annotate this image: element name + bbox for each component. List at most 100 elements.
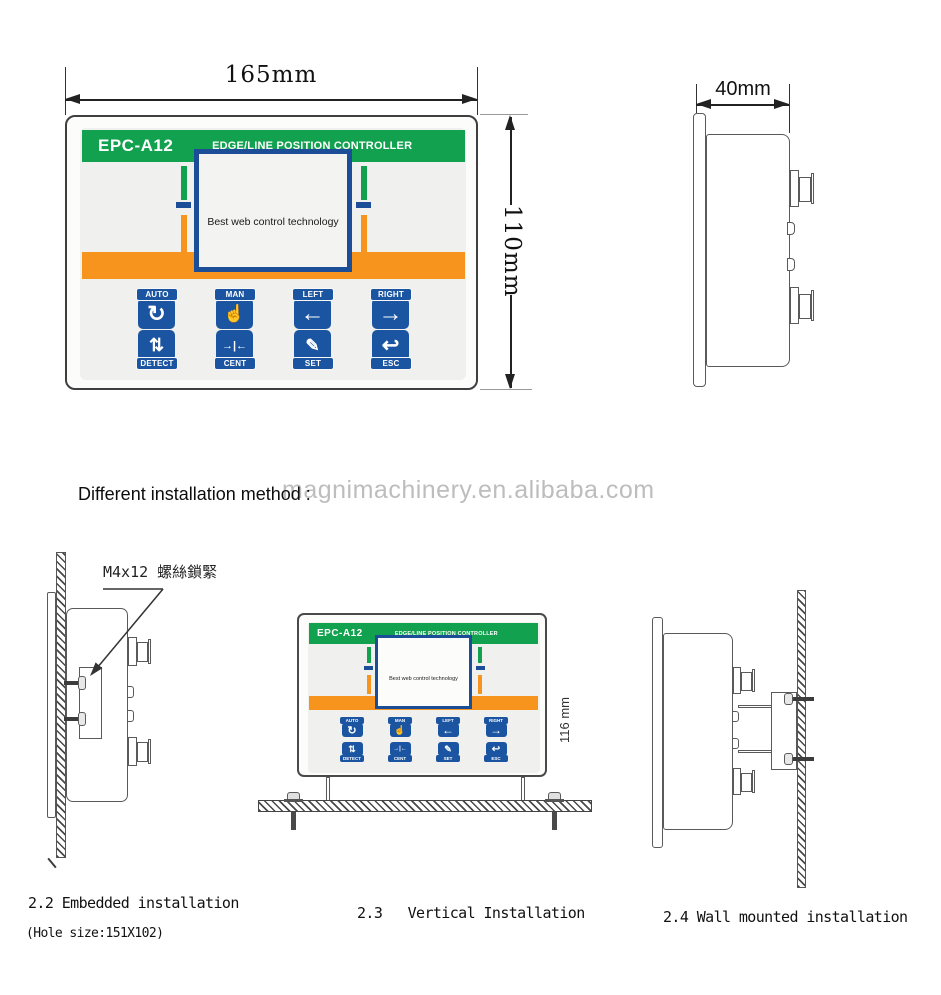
watermark: magnimachinery.en.alibaba.com xyxy=(282,476,655,504)
button-man: MAN ☝ xyxy=(214,288,256,329)
connector-plug xyxy=(741,672,752,691)
wall-caption: 2.4 Wall mounted installation xyxy=(663,908,908,926)
return-arrow-icon: ↩ xyxy=(372,330,409,361)
connector-cap xyxy=(148,739,151,764)
button-man-label: MAN xyxy=(214,288,256,301)
bolt-washer xyxy=(545,799,564,802)
button-auto-label: AUTO xyxy=(136,288,178,301)
button-esc-label: ESC xyxy=(484,755,508,762)
button-cent: →|← CENT xyxy=(214,330,256,371)
bolt-shaft xyxy=(552,812,557,830)
extension-line xyxy=(696,84,697,113)
button-set: ✎ SET xyxy=(292,330,334,371)
connector-plug xyxy=(137,642,148,662)
sensor-indicator-orange-right xyxy=(361,215,367,252)
connector-plug xyxy=(137,742,148,762)
button-esc: ↩ ESC xyxy=(484,742,508,764)
embedded-bezel xyxy=(47,592,56,818)
connector-cap xyxy=(148,639,151,664)
button-auto-label: AUTO xyxy=(340,717,364,724)
arrowhead-left-icon xyxy=(696,99,711,109)
center-arrows-icon: →|← xyxy=(389,742,411,756)
arrowhead-down-icon xyxy=(505,374,515,389)
section-heading: Different installation method : xyxy=(78,484,311,504)
bolt-shaft xyxy=(291,812,296,830)
wall-section xyxy=(797,590,806,888)
arrowhead-right-icon xyxy=(462,94,477,104)
button-set: ✎ SET xyxy=(436,742,460,764)
bolt-shaft xyxy=(793,757,814,761)
button-right-label: RIGHT xyxy=(484,717,508,724)
sensor-indicator-dash-right xyxy=(356,202,371,208)
mounting-screw-head xyxy=(78,712,86,726)
screw-boss xyxy=(732,711,739,722)
button-right-label: RIGHT xyxy=(370,288,412,301)
button-left: LEFT ← xyxy=(436,717,460,739)
screw-callout-label: M4x12 螺絲鎖緊 xyxy=(103,563,218,581)
extension-line xyxy=(789,84,790,133)
connector-cap xyxy=(811,290,814,321)
button-man-label: MAN xyxy=(388,717,412,724)
sensor-indicator-orange-right xyxy=(478,675,482,694)
button-detect: ⇅ DETECT xyxy=(340,742,364,764)
button-cent-label: CENT xyxy=(388,755,412,762)
button-set-label: SET xyxy=(292,357,334,370)
detect-icon: ⇅ xyxy=(138,330,175,361)
connector-plug xyxy=(741,773,752,792)
sensor-indicator-dash-left xyxy=(176,202,191,208)
bolt-washer xyxy=(284,799,303,802)
button-detect: ⇅ DETECT xyxy=(136,330,178,371)
pencil-icon: ✎ xyxy=(294,330,331,361)
left-arrow-icon: ← xyxy=(437,723,459,737)
screw-boss xyxy=(127,710,134,722)
panel-header: EPC-A12 EDGE/LINE POSITION CONTROLLER xyxy=(309,623,538,644)
connector-base xyxy=(128,637,137,666)
model-label: EPC-A12 xyxy=(98,136,174,155)
arrowhead-right-icon xyxy=(774,99,789,109)
button-set-label: SET xyxy=(436,755,460,762)
button-right: RIGHT → xyxy=(370,288,412,329)
button-cent-label: CENT xyxy=(214,357,256,370)
connector-base xyxy=(733,667,741,694)
stand-leg xyxy=(326,777,330,801)
hand-icon: ☝ xyxy=(216,298,253,329)
connector-base xyxy=(790,287,799,324)
auto-cycle-icon: ↻ xyxy=(138,298,175,329)
screw-boss xyxy=(732,738,739,749)
button-detect-label: DETECT xyxy=(340,755,364,762)
sensor-indicator-orange-left xyxy=(367,675,371,694)
extension-line xyxy=(480,114,528,115)
dimension-line-depth xyxy=(696,104,789,106)
screw-boss xyxy=(787,222,795,235)
screen-text: Best web control technology xyxy=(389,676,458,682)
button-left-label: LEFT xyxy=(292,288,334,301)
button-cent: →|← CENT xyxy=(388,742,412,764)
button-esc: ↩ ESC xyxy=(370,330,412,371)
sensor-indicator-green-left xyxy=(367,647,371,663)
wall-section xyxy=(56,552,66,858)
mounting-screw-shaft xyxy=(64,681,80,685)
controller-mini-panel: EPC-A12 EDGE/LINE POSITION CONTROLLER Be… xyxy=(297,613,547,777)
button-man: MAN ☝ xyxy=(388,717,412,739)
extension-line xyxy=(477,67,478,115)
connector-plug xyxy=(799,294,811,319)
bracket-arm xyxy=(738,750,773,753)
button-auto: AUTO ↻ xyxy=(340,717,364,739)
right-arrow-icon: → xyxy=(372,298,409,329)
model-label: EPC-A12 xyxy=(317,628,363,639)
width-dimension-label: 165mm xyxy=(224,62,318,88)
button-esc-label: ESC xyxy=(370,357,412,370)
screw-boss xyxy=(127,686,134,698)
side-body xyxy=(706,134,790,367)
connector-base xyxy=(790,170,799,207)
left-arrow-icon: ← xyxy=(294,298,331,329)
height-dimension-label: 110mm xyxy=(499,205,525,298)
button-right: RIGHT → xyxy=(484,717,508,739)
connector-plug xyxy=(799,177,811,202)
screw-boss xyxy=(787,258,795,271)
center-arrows-icon: →|← xyxy=(216,330,253,361)
arrowhead-left-icon xyxy=(65,94,80,104)
sensor-indicator-dash-right xyxy=(476,666,485,670)
connector-base xyxy=(128,737,137,766)
screen-text: Best web control technology xyxy=(207,216,339,228)
